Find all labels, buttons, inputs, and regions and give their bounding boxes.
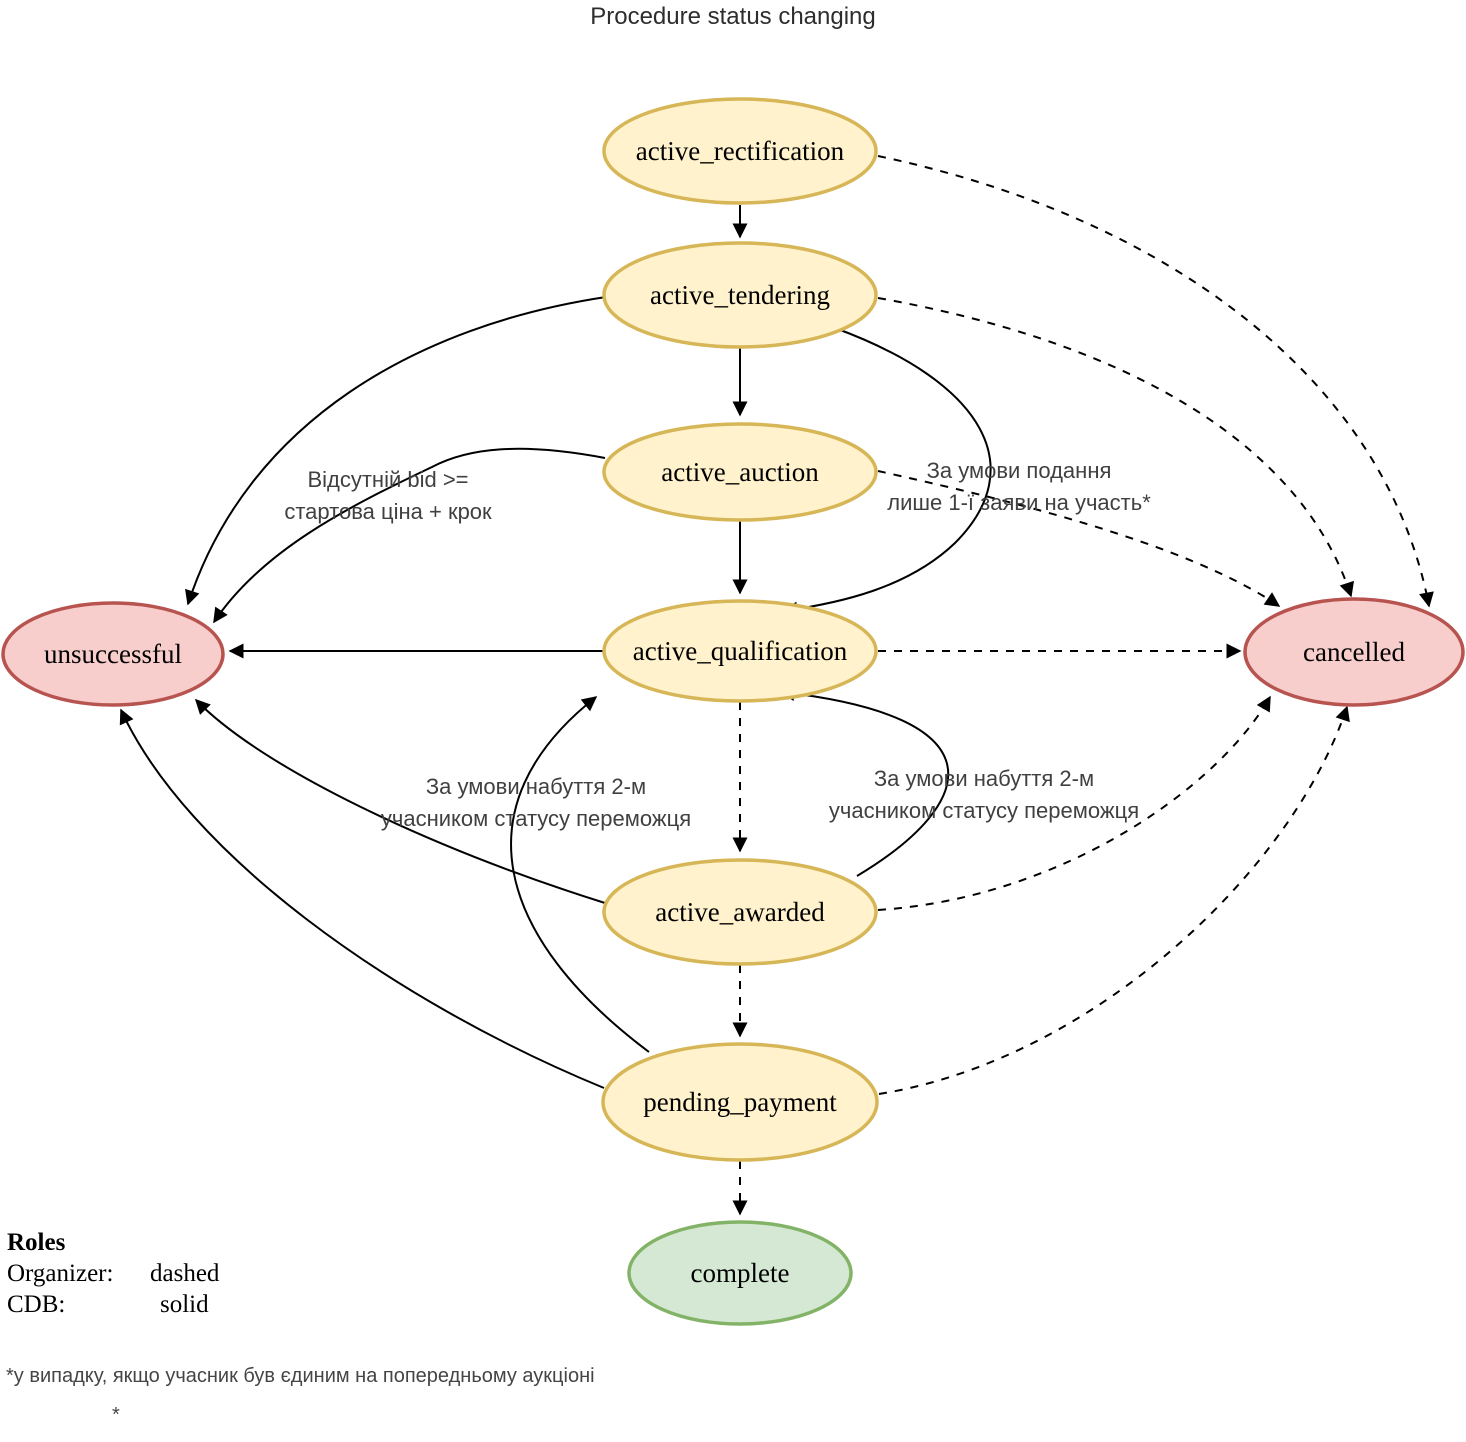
- legend-heading: Roles: [7, 1229, 66, 1256]
- edge-auction-to-cancelled: [877, 470, 1281, 607]
- node-cancelled-label: cancelled: [1303, 637, 1405, 667]
- legend-row-organizer-role: Organizer:: [7, 1260, 113, 1287]
- edge-tendering-to-qualification-single-application: [782, 327, 992, 617]
- node-pending-payment: pending_payment: [601, 1042, 879, 1162]
- edges-dashed: [732, 155, 1434, 1216]
- node-active-awarded-label: active_awarded: [655, 897, 825, 927]
- edges-solid: [119, 205, 992, 1089]
- label-second-winner-left-line2: учасником статусу переможця: [381, 806, 691, 831]
- label-single-application-line2: лише 1-ї заяви на участь*: [887, 490, 1151, 515]
- node-active-rectification-ellipse: [602, 97, 878, 205]
- node-active-tendering-ellipse: [602, 241, 878, 349]
- node-active-qualification-ellipse: [602, 599, 878, 703]
- node-unsuccessful-label: unsuccessful: [44, 639, 182, 669]
- legend-row-organizer-style: dashed: [150, 1260, 220, 1287]
- node-active-tendering: active_tendering: [602, 241, 878, 349]
- node-active-awarded-ellipse: [602, 858, 878, 966]
- node-unsuccessful: unsuccessful: [1, 601, 225, 707]
- node-active-auction-ellipse: [602, 422, 878, 522]
- edge-auction-to-unsuccessful: [213, 447, 606, 624]
- edge-awarded-to-cancelled: [877, 695, 1271, 911]
- label-second-winner-right-line2: учасником статусу переможця: [829, 798, 1139, 823]
- legend-row-cdb-style: solid: [160, 1291, 209, 1318]
- node-active-qualification: active_qualification: [602, 599, 878, 703]
- edge-labels: Відсутній bid >= стартова ціна + крок За…: [284, 458, 1151, 831]
- node-active-rectification-label: active_rectification: [636, 136, 845, 166]
- footnote-mark: *: [112, 1404, 120, 1426]
- footnote-text: *у випадку, якщо учасник був єдиним на п…: [6, 1365, 595, 1387]
- edge-tendering-to-cancelled: [877, 297, 1354, 598]
- edge-awarded-to-qualification-return: [779, 686, 950, 877]
- node-pending-payment-ellipse: [601, 1042, 879, 1162]
- edge-pending-to-qualification-return: [510, 696, 650, 1053]
- legend-row-cdb-role: CDB:: [7, 1291, 65, 1318]
- node-active-rectification: active_rectification: [602, 97, 878, 205]
- node-cancelled: cancelled: [1243, 597, 1465, 707]
- node-complete-label: complete: [691, 1258, 790, 1288]
- node-active-awarded: active_awarded: [602, 858, 878, 966]
- node-active-tendering-label: active_tendering: [650, 280, 830, 310]
- edge-rectification-to-cancelled: [877, 155, 1434, 608]
- node-cancelled-ellipse: [1243, 597, 1465, 707]
- edge-awarded-to-unsuccessful: [194, 698, 606, 904]
- label-no-bid-line2: стартова ціна + крок: [284, 499, 492, 524]
- node-active-auction-label: active_auction: [661, 457, 819, 487]
- edge-tendering-to-unsuccessful: [185, 296, 607, 606]
- legend-roles: Roles Organizer: dashed CDB: solid: [7, 1229, 220, 1318]
- node-active-auction: active_auction: [602, 422, 878, 522]
- edge-pending-to-unsuccessful: [119, 708, 605, 1089]
- label-second-winner-left-line1: За умови набуття 2-м: [426, 774, 646, 799]
- page-title: Procedure status changing: [590, 3, 876, 30]
- label-second-winner-right-line1: За умови набуття 2-м: [874, 766, 1094, 791]
- node-complete: complete: [627, 1220, 853, 1326]
- label-single-application-line1: За умови подання: [927, 458, 1112, 483]
- node-pending-payment-label: pending_payment: [643, 1087, 837, 1117]
- node-unsuccessful-ellipse: [1, 601, 225, 707]
- label-no-bid-line1: Відсутній bid >=: [307, 467, 468, 492]
- node-active-qualification-label: active_qualification: [633, 636, 848, 666]
- node-complete-ellipse: [627, 1220, 853, 1326]
